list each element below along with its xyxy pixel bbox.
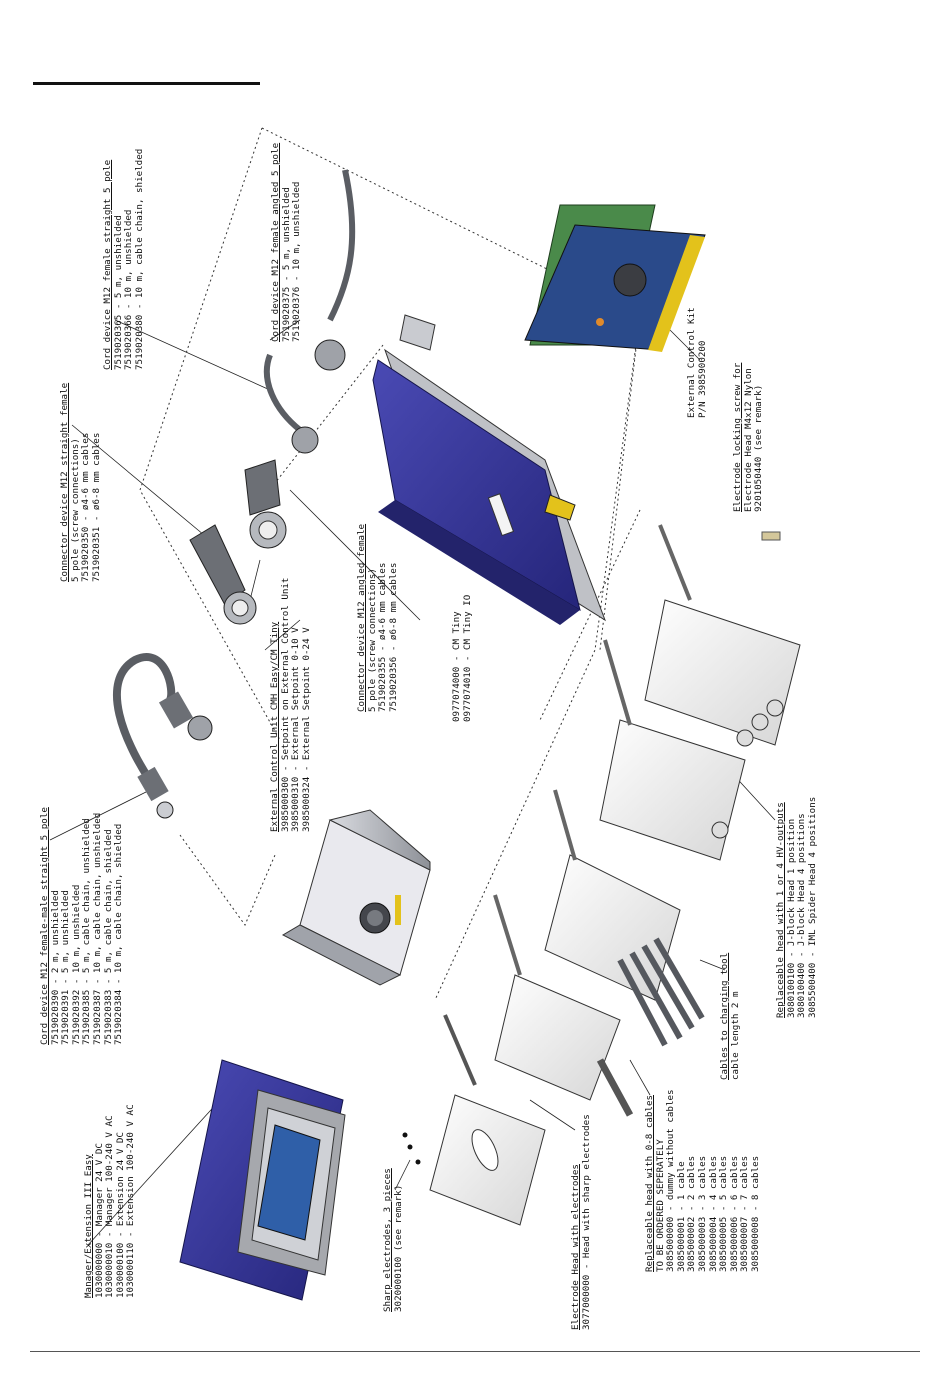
external-control-kit-row: P/N 3985900200: [696, 340, 708, 418]
external-control-unit-row: 3985000324 - External Setpoint 0-24 V: [300, 627, 312, 832]
connector-angled-title: Connector device M12 angled female: [356, 523, 367, 712]
cables-charging-label: Cables to charging tool cable length 2 m: [719, 952, 741, 1080]
cord-angled-female-row: 7519020376 - 10 m, unshielded: [291, 181, 303, 342]
cm-tiny-row: 0977074010 - CM Tiny IO: [461, 594, 473, 722]
cm-tiny-label: 0977074000 - CM Tiny 0977074010 - CM Tin…: [451, 594, 473, 722]
cord-angled-female-title: Cord device M12 female angled 5 pole: [270, 142, 281, 342]
cm-tiny-row: 0977074000 - CM Tiny: [451, 611, 462, 722]
cord-angled-female-label: Cord device M12 female angled 5 pole 751…: [270, 142, 303, 342]
external-control-kit-label: External Control Kit P/N 3985900200: [686, 307, 708, 418]
external-control-kit-title: External Control Kit: [686, 307, 697, 418]
connector-straight-label: Connector device M12 straight female 5 p…: [59, 382, 102, 582]
replaceable-cables-title: Replaceable head with 0-8 cables: [644, 1094, 655, 1272]
replaceable-cables-row: 3085000008 - 8 cables: [749, 1155, 761, 1272]
sharp-electrodes-row: 3020000100 (see remark): [392, 1184, 404, 1312]
replaceable-hv-label: Replaceable head with 1 or 4 HV-outputs …: [775, 796, 818, 1018]
manager-title: Manager/Extension III Easy: [83, 1154, 94, 1298]
electrode-head-title: Electrode Head with electrodes: [570, 1164, 581, 1330]
replaceable-cables-label: Replaceable head with 0-8 cables TO BE O…: [644, 1089, 762, 1272]
manager-label: Manager/Extension III Easy 1030000000 - …: [83, 1104, 137, 1298]
screw-icon: [761, 531, 781, 541]
cord-icon: [112, 653, 213, 819]
sharp-electrodes-label: Sharp electrodes, 3 pieces 3020000100 (s…: [382, 1168, 404, 1312]
top-rule: [33, 82, 260, 85]
external-control-unit-title: External Control Unit CMH Easy/CM Tiny: [269, 621, 280, 832]
cord-straight-label: Cord device M12 female-male straight 5 p…: [39, 807, 125, 1045]
locking-screw-title: Electrode locking screw for: [732, 362, 743, 512]
cord-straight-row: 7519020384 - 10 m, cable chain, shielded: [113, 823, 125, 1045]
electrode-head-icon: [402, 1014, 546, 1226]
connector-angled-row: 7519020356 - ø6-8 mm cables: [387, 562, 399, 712]
locking-screw-row: 9201050440 (see remark): [753, 384, 765, 512]
cm-tiny-icon: [372, 314, 606, 625]
external-control-unit-label: External Control Unit CMH Easy/CM Tiny 3…: [269, 578, 312, 832]
cord-straight-female-label: Cord device M12 female straight 5 pole 7…: [102, 148, 145, 370]
replaceable-hv-title: Replaceable head with 1 or 4 HV-outputs: [775, 802, 786, 1018]
connector-straight-title: Connector device M12 straight female: [59, 382, 70, 582]
cord-straight-title: Cord device M12 female-male straight 5 p…: [39, 807, 50, 1045]
manager-device-icon: [179, 1059, 346, 1301]
hv-head-icon: [599, 524, 801, 861]
locking-screw-label: Electrode locking screw for Electrode He…: [732, 362, 765, 512]
dotted-group-outlines: [139, 127, 641, 1001]
connector-icon: [189, 169, 356, 625]
electrode-head-row: 3077000000 - Head with sharp electrodes: [580, 1114, 592, 1330]
connector-straight-row: 7519020351 - ø6-8 mm cables: [90, 432, 102, 582]
cord-straight-female-row: 7519020380 - 10 m, cable chain, shielded: [133, 148, 145, 370]
cord-straight-female-title: Cord device M12 female straight 5 pole: [102, 159, 113, 370]
sharp-electrodes-title: Sharp electrodes, 3 pieces: [382, 1168, 393, 1312]
control-unit-icon: [281, 809, 431, 986]
replaceable-cables-row: 3085000003 - 3 cables: [696, 1155, 708, 1272]
connector-angled-label: Connector device M12 angled female 5 pol…: [356, 523, 399, 712]
replaceable-hv-row: 3085500400 - IML Spider Head 4 positions: [806, 796, 818, 1018]
manager-row: 1030000110 - Extension 100-240 V AC: [125, 1104, 137, 1298]
cable-bundle-icon: [493, 789, 705, 1117]
cord-straight-row: 7519020387 - 10 m, cable chain, unshield…: [91, 812, 103, 1045]
control-kit-icon: [524, 204, 706, 352]
cables-charging-title: Cables to charging tool: [719, 952, 730, 1080]
electrode-head-label: Electrode Head with electrodes 307700000…: [570, 1114, 592, 1330]
cables-charging-row: cable length 2 m: [729, 991, 741, 1080]
bottom-rule: [30, 1351, 920, 1352]
